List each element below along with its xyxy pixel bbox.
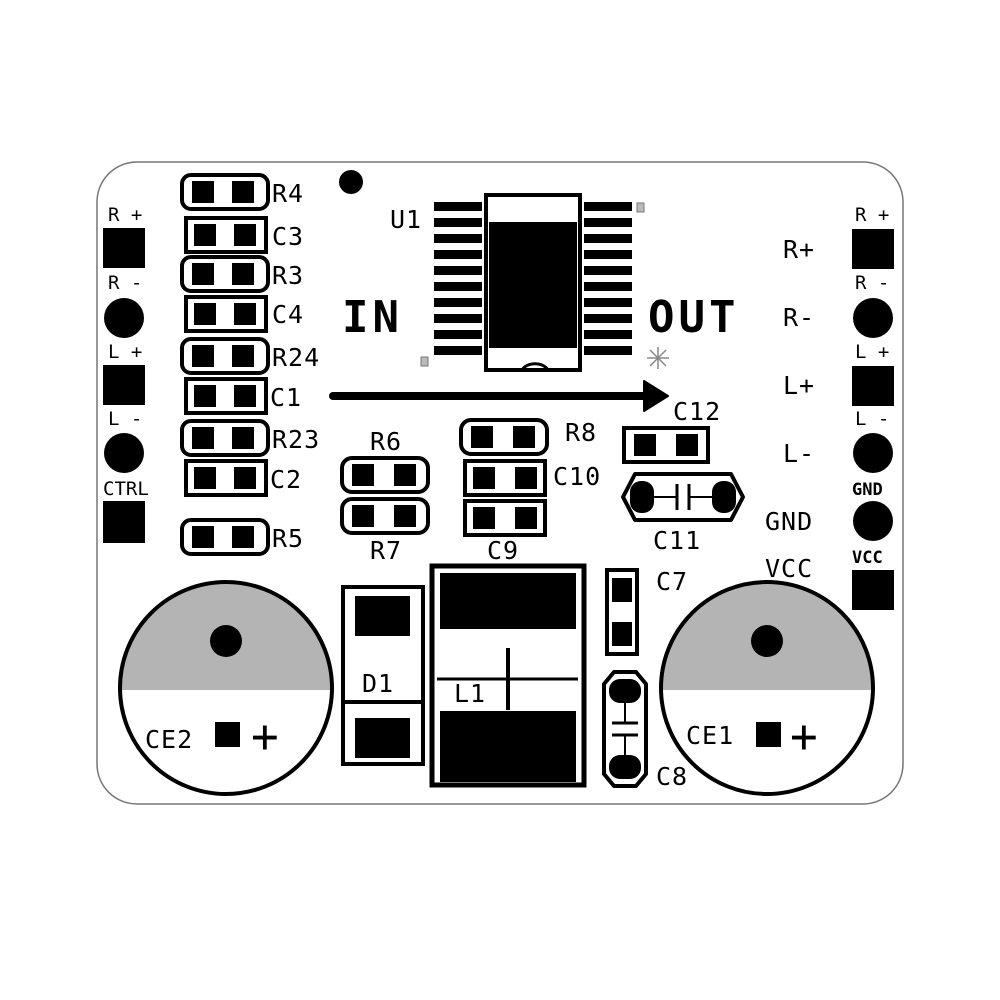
label-c1: C1	[270, 383, 302, 412]
label-r7: R7	[370, 536, 402, 565]
in-label: IN	[342, 292, 403, 343]
right-pin-l-minus-label: L -	[855, 408, 889, 430]
right-pin-r-minus-label: R -	[855, 272, 889, 294]
label-r3: R3	[272, 261, 304, 290]
fiducial-star-icon	[647, 347, 669, 369]
arrow-head-icon	[643, 380, 669, 412]
label-c11: C11	[653, 526, 701, 555]
left-pin-r-plus-label: R +	[108, 204, 142, 226]
out-label-gnd: GND	[765, 507, 813, 536]
right-pin-l-minus-pad	[853, 433, 893, 473]
left-connector: R + R - L + L - CTRL	[103, 204, 149, 543]
right-pin-vcc-label: VCC	[852, 548, 883, 568]
label-ce2: CE2	[145, 725, 193, 754]
pin1-marker	[339, 170, 363, 194]
out-label-r-plus: R+	[783, 235, 815, 264]
left-pin-r-plus-pad	[103, 228, 145, 268]
right-pin-r-plus-pad	[852, 229, 894, 269]
left-pin-r-minus-label: R -	[108, 272, 142, 294]
label-c3: C3	[272, 222, 304, 251]
label-u1: U1	[390, 205, 422, 234]
inductor-l1: L1	[429, 563, 587, 788]
right-connector: R + R - L + L - GND VCC	[852, 204, 894, 610]
label-c12: C12	[673, 397, 721, 426]
label-d1: D1	[362, 669, 394, 698]
right-pin-r-plus-label: R +	[855, 204, 889, 226]
label-l1: L1	[454, 679, 486, 708]
out-label-vcc: VCC	[765, 554, 813, 583]
label-c8: C8	[656, 762, 688, 791]
label-r23: R23	[272, 425, 320, 454]
mid-smd-group: R6 R7 R8 C10 C9 C12 C11 C7	[340, 397, 745, 791]
ce1-pad	[756, 722, 781, 747]
ic-u1: U1	[390, 193, 669, 372]
diode-d1: D1	[341, 585, 425, 766]
left-pin-l-plus-label: L +	[108, 341, 142, 363]
left-pin-l-minus-label: L -	[108, 408, 142, 430]
out-label-l-minus: L-	[783, 439, 815, 468]
left-pin-l-plus-pad	[103, 365, 145, 405]
label-c9: C9	[487, 536, 519, 565]
label-r4: R4	[272, 179, 304, 208]
label-c4: C4	[272, 300, 304, 329]
right-pin-l-plus-pad	[852, 366, 894, 406]
label-c10: C10	[553, 462, 601, 491]
left-pin-r-minus-pad	[104, 298, 144, 338]
right-pin-r-minus-pad	[853, 298, 893, 338]
left-pin-ctrl-label: CTRL	[103, 478, 149, 500]
out-label-l-plus: L+	[783, 371, 815, 400]
label-c2: C2	[270, 465, 302, 494]
label-r5: R5	[272, 524, 304, 553]
out-label-r-minus: R-	[783, 303, 815, 332]
right-pin-gnd-label: GND	[852, 480, 883, 500]
out-label: OUT	[648, 292, 739, 343]
ce1-plus-icon: +	[790, 709, 818, 763]
ce2-plus-icon: +	[251, 709, 279, 763]
right-pin-gnd-pad	[853, 501, 893, 541]
left-smd-stack: R4 C3 R3 C4 R24 C1 R23 C2 R5	[180, 173, 320, 556]
label-r8: R8	[565, 418, 597, 447]
capacitor-ce1: CE1 +	[659, 580, 875, 796]
left-pin-ctrl-pad	[103, 501, 145, 543]
ce2-pad	[215, 722, 240, 747]
left-pin-l-minus-pad	[104, 433, 144, 473]
capacitor-ce2: CE2 +	[118, 580, 334, 796]
label-r6: R6	[370, 427, 402, 456]
right-pin-l-plus-label: L +	[855, 341, 889, 363]
label-r24: R24	[272, 343, 320, 372]
right-pin-vcc-pad	[852, 570, 894, 610]
output-labels: R+ R- L+ L- GND VCC	[765, 235, 815, 583]
label-ce1: CE1	[686, 721, 734, 750]
label-c7: C7	[656, 567, 688, 596]
